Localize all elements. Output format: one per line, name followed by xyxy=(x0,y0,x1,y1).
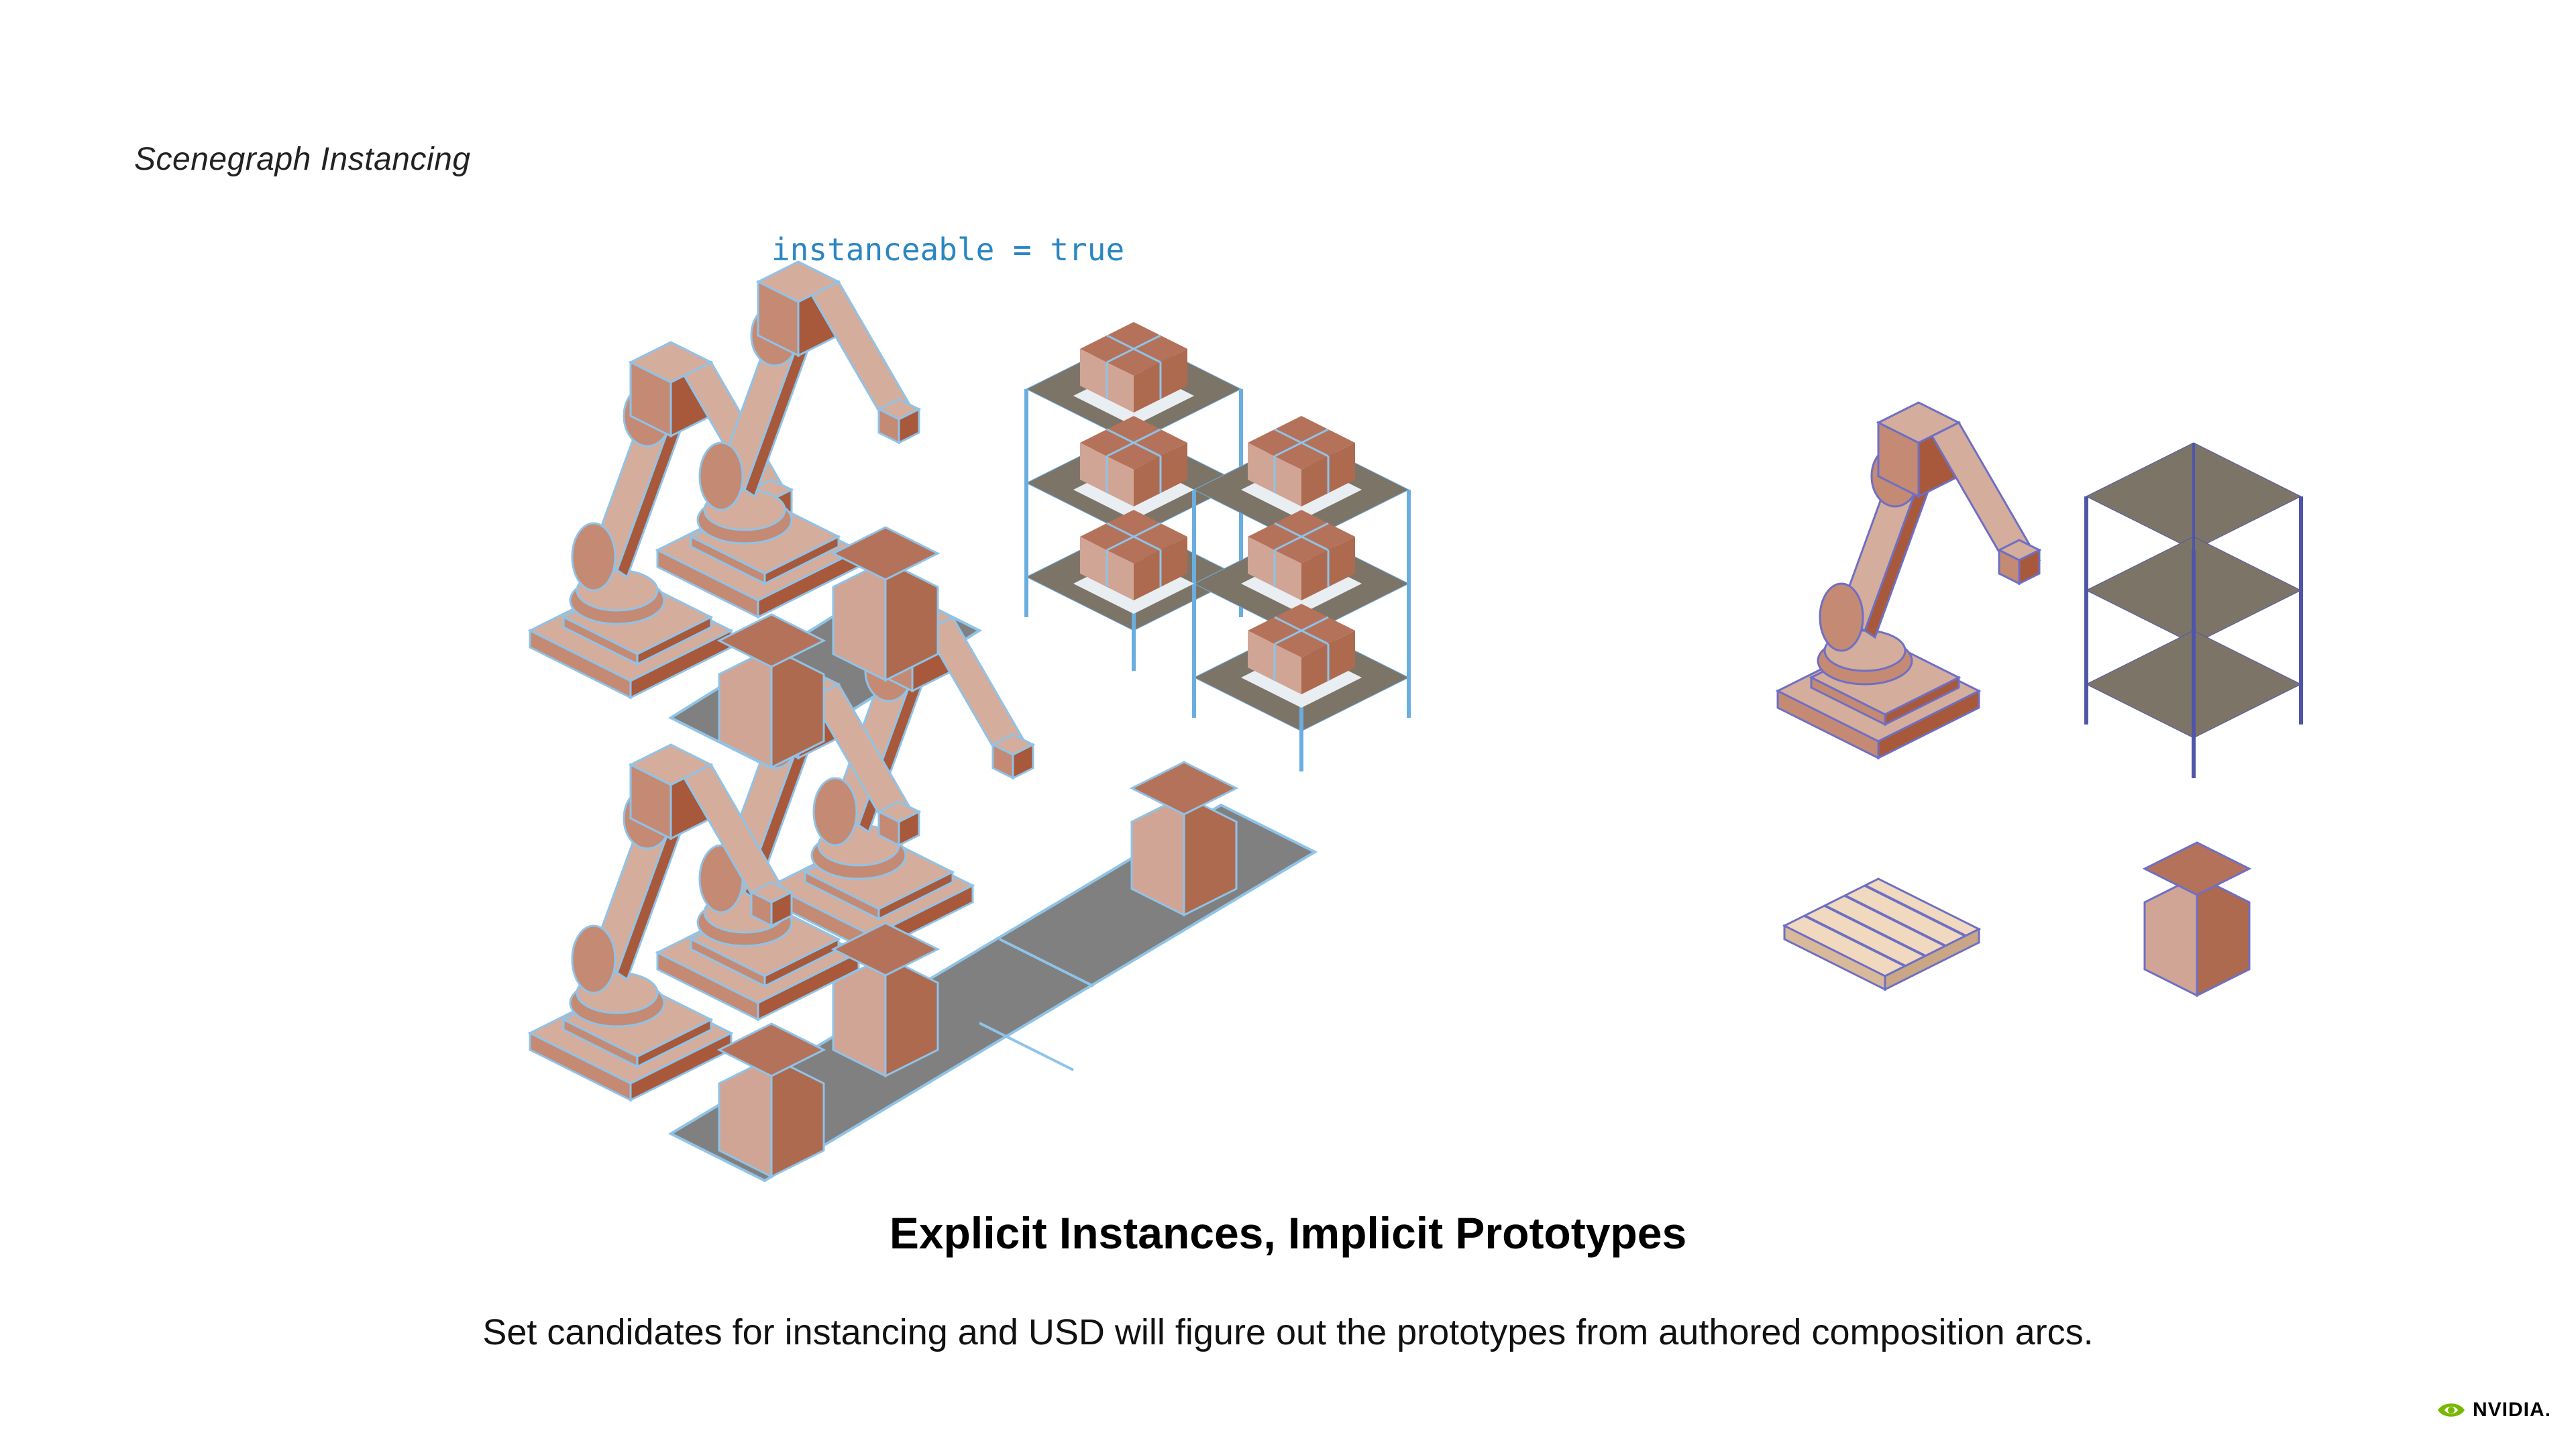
box-prototype xyxy=(2143,841,2251,997)
slide-subtitle: Set candidates for instancing and USD wi… xyxy=(482,1312,2094,1352)
shelf-prototype xyxy=(2086,443,2301,778)
pallet-prototype xyxy=(1782,877,1982,991)
box-instance xyxy=(718,613,825,769)
brand-wordmark: NVIDIA. xyxy=(2473,1399,2552,1421)
section-label: Scenegraph Instancing xyxy=(134,142,471,177)
robot-arm-prototype xyxy=(1776,401,2041,759)
instanced-scene xyxy=(529,260,1409,1183)
box-instance xyxy=(1130,761,1238,916)
instanceable-code-label: instanceable = true xyxy=(771,231,1125,268)
prototypes xyxy=(1776,401,2301,997)
nvidia-logo: NVIDIA. xyxy=(2435,1395,2551,1425)
box-instance xyxy=(832,922,939,1077)
box-instance xyxy=(718,1022,825,1178)
slide-title: Explicit Instances, Implicit Prototypes xyxy=(889,1208,1687,1258)
box-instance xyxy=(832,526,939,682)
nvidia-eye-icon xyxy=(2438,1403,2465,1417)
